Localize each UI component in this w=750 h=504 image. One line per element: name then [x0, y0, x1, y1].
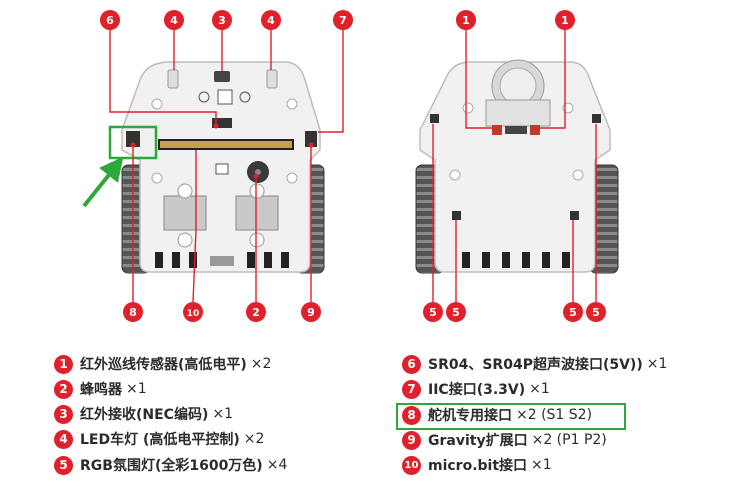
iic-header: [305, 131, 317, 147]
legend-number: 7: [402, 379, 421, 399]
callout-marker-5: [563, 302, 583, 322]
callout-number-5: 5: [452, 306, 460, 319]
legend-text: 红外接收(NEC编码): [80, 407, 209, 423]
legend-item-6: 6 SR04、SR04P超声波接口(5V)) ×1: [402, 354, 667, 374]
legend-number: 5: [54, 455, 73, 475]
back-board-outline: [419, 61, 611, 273]
legend-qty: ×1: [531, 457, 552, 473]
callout-number-6: 6: [106, 14, 114, 27]
led-right: [266, 69, 278, 89]
callout-marker-9: [301, 302, 321, 322]
rgb-rear-right: [570, 211, 579, 220]
led-left: [167, 69, 179, 89]
legend-text: micro.bit接口: [428, 458, 528, 474]
rgb-rear-left: [452, 211, 461, 220]
callout-marker-5: [586, 302, 606, 322]
callout-number-3: 3: [218, 14, 226, 27]
legend-number: 2: [54, 379, 73, 399]
callout-number-7: 7: [339, 14, 347, 27]
legend-text: 蜂鸣器: [80, 382, 122, 398]
motor-left: [163, 195, 207, 231]
legend-item-1: 1 红外巡线传感器(高低电平) ×2: [54, 354, 271, 374]
legend-qty: ×2: [250, 356, 272, 372]
legend-qty: ×4: [266, 457, 288, 473]
legend-qty: ×1: [212, 406, 233, 422]
legend-item-7: 7 IIC接口(3.3V) ×1: [402, 379, 550, 399]
callout-number-2: 2: [252, 306, 260, 319]
callout-marker-5: [423, 302, 443, 322]
line-sensor-right: [530, 125, 540, 135]
legend-number: 4: [54, 429, 73, 449]
callout-marker-1: [456, 10, 476, 30]
legend-number: 1: [54, 354, 73, 374]
callout-marker-3: [212, 10, 232, 30]
legend-qty: ×2 (S1 S2): [516, 407, 593, 423]
callout-number-4: 4: [267, 14, 275, 27]
callout-marker-6: [100, 10, 120, 30]
callout-number-9: 9: [307, 306, 315, 319]
callout-number-4: 4: [170, 14, 178, 27]
line-sensor-left: [492, 125, 502, 135]
legend-qty: ×2 (P1 P2): [531, 432, 607, 448]
callout-number-5: 5: [592, 306, 600, 319]
motor-right: [235, 195, 279, 231]
legend-item-4: 4 LED车灯 (高低电平控制) ×2: [54, 429, 264, 449]
callout-marker-8: [123, 302, 143, 322]
callout-marker-10: [183, 302, 203, 322]
legend-item-2: 2 蜂鸣器 ×1: [54, 379, 147, 399]
legend-item-5: 5 RGB氛围灯(全彩1600万色) ×4: [54, 455, 287, 475]
legend-item-3: 3 红外接收(NEC编码) ×1: [54, 404, 233, 424]
ir-receiver: [214, 71, 230, 82]
highlight-arrow: [82, 156, 124, 208]
legend-number: 6: [402, 354, 421, 374]
callout-number-8: 8: [129, 306, 137, 319]
legend-number: 10: [402, 455, 421, 475]
rgb-front-left: [430, 114, 439, 123]
back-board-view: [415, 59, 619, 274]
rgb-front-right: [592, 114, 601, 123]
legend-qty: ×1: [646, 356, 668, 372]
callout-number-10: 10: [187, 309, 200, 319]
legend-text: 舵机专用接口: [428, 408, 512, 424]
callout-marker-5: [446, 302, 466, 322]
legend-item-8: 8 舵机专用接口 ×2 (S1 S2): [402, 405, 592, 425]
legend-text: IIC接口(3.3V): [428, 382, 526, 398]
legend-text: SR04、SR04P超声波接口(5V)): [428, 357, 643, 373]
callout-marker-4: [261, 10, 281, 30]
legend-qty: ×2: [243, 431, 265, 447]
callout-number-5: 5: [429, 306, 437, 319]
callout-number-1: 1: [561, 14, 569, 27]
legend-number: 8: [402, 405, 421, 425]
legend-text: Gravity扩展口: [428, 433, 528, 449]
legend-number: 9: [402, 430, 421, 450]
callout-marker-2: [246, 302, 266, 322]
legend-number: 3: [54, 404, 73, 424]
legend-qty: ×1: [126, 381, 147, 397]
callout-marker-7: [333, 10, 353, 30]
servo-legend-highlight: [396, 403, 626, 430]
front-board-view: [121, 61, 325, 274]
legend-text: LED车灯 (高低电平控制): [80, 432, 240, 448]
callout-marker-4: [164, 10, 184, 30]
legend-text: 红外巡线传感器(高低电平): [80, 357, 247, 373]
callout-marker-1: [555, 10, 575, 30]
legend-text: RGB氛围灯(全彩1600万色): [80, 458, 263, 474]
callout-number-1: 1: [462, 14, 470, 27]
legend-qty: ×1: [529, 381, 550, 397]
servo-header: [126, 131, 140, 147]
legend-item-9: 9 Gravity扩展口 ×2 (P1 P2): [402, 430, 607, 450]
callout-number-5: 5: [569, 306, 577, 319]
legend-item-10: 10 micro.bit接口 ×1: [402, 455, 552, 475]
